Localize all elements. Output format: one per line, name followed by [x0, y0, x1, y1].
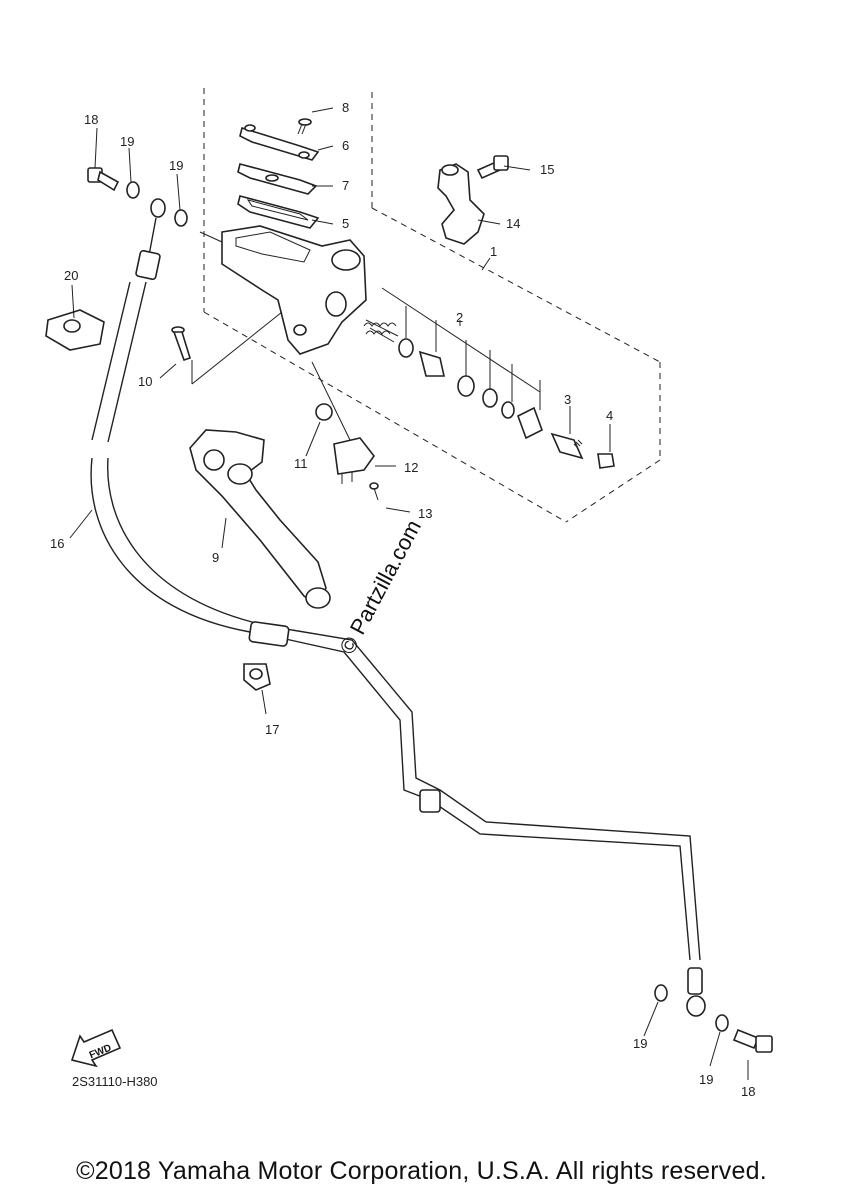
bolt-18-bottom: [732, 1028, 773, 1053]
watermark: © Partzilla.com: [334, 516, 426, 659]
callout-19-c: 19: [633, 1036, 647, 1051]
callout-18-bottom: 18: [741, 1084, 755, 1099]
callout-8: 8: [342, 100, 349, 115]
brake-switch-12: [311, 361, 375, 484]
brake-hose-16: [90, 457, 706, 1017]
piston-kit: [363, 287, 543, 440]
callout-17: 17: [265, 722, 279, 737]
screw-13: [369, 482, 379, 501]
callout-6: 6: [342, 138, 349, 153]
part-code: 2S31110-H380: [72, 1074, 158, 1089]
master-cylinder-body: [221, 225, 367, 355]
clamp-20: [45, 309, 105, 351]
callout-20: 20: [64, 268, 78, 283]
callout-4: 4: [606, 408, 613, 423]
reservoir-cap: [239, 124, 320, 161]
callout-7: 7: [342, 178, 349, 193]
clamp-14: [437, 163, 485, 245]
washer-19-b: [174, 209, 188, 227]
screw-8: [297, 118, 312, 135]
fwd-arrow-icon: FWD: [70, 1028, 122, 1068]
washer-19-a: [126, 181, 140, 199]
callout-10: 10: [138, 374, 152, 389]
callout-15: 15: [540, 162, 554, 177]
callout-14: 14: [506, 216, 520, 231]
callout-2: 2: [456, 310, 463, 325]
adjuster-3: [550, 432, 584, 460]
diaphragm: [237, 195, 320, 229]
bolt-15: [476, 155, 509, 180]
washer-19-c: [654, 984, 668, 1002]
callout-16: 16: [50, 536, 64, 551]
leader-lines: [69, 107, 749, 1080]
upper-brake-hose: [91, 198, 223, 443]
cap-4: [597, 453, 615, 469]
callout-19-a: 19: [120, 134, 134, 149]
callout-13: 13: [418, 506, 432, 521]
callout-5: 5: [342, 216, 349, 231]
copyright-footer: ©2018 Yamaha Motor Corporation, U.S.A. A…: [76, 1157, 767, 1185]
assembly-outline: [203, 88, 661, 523]
callout-3: 3: [564, 392, 571, 407]
cap-plate: [237, 163, 318, 195]
bolt-18-top: [87, 167, 120, 192]
callout-12: 12: [404, 460, 418, 475]
callout-numbers: 1 2 3 4 5 6 7 8 9 10 11 12 13 14 15 16 1…: [50, 100, 755, 1099]
callout-9: 9: [212, 550, 219, 565]
callout-19-d: 19: [699, 1072, 713, 1087]
callout-11: 11: [294, 456, 308, 471]
callout-18-top: 18: [84, 112, 98, 127]
washer-19-d: [715, 1014, 729, 1032]
callout-1: 1: [490, 244, 497, 259]
holder-17: [243, 663, 271, 691]
boot-11: [315, 403, 333, 421]
brake-lever: [189, 429, 331, 609]
callout-19-b: 19: [169, 158, 183, 173]
pivot-bolt-10: [171, 311, 283, 385]
